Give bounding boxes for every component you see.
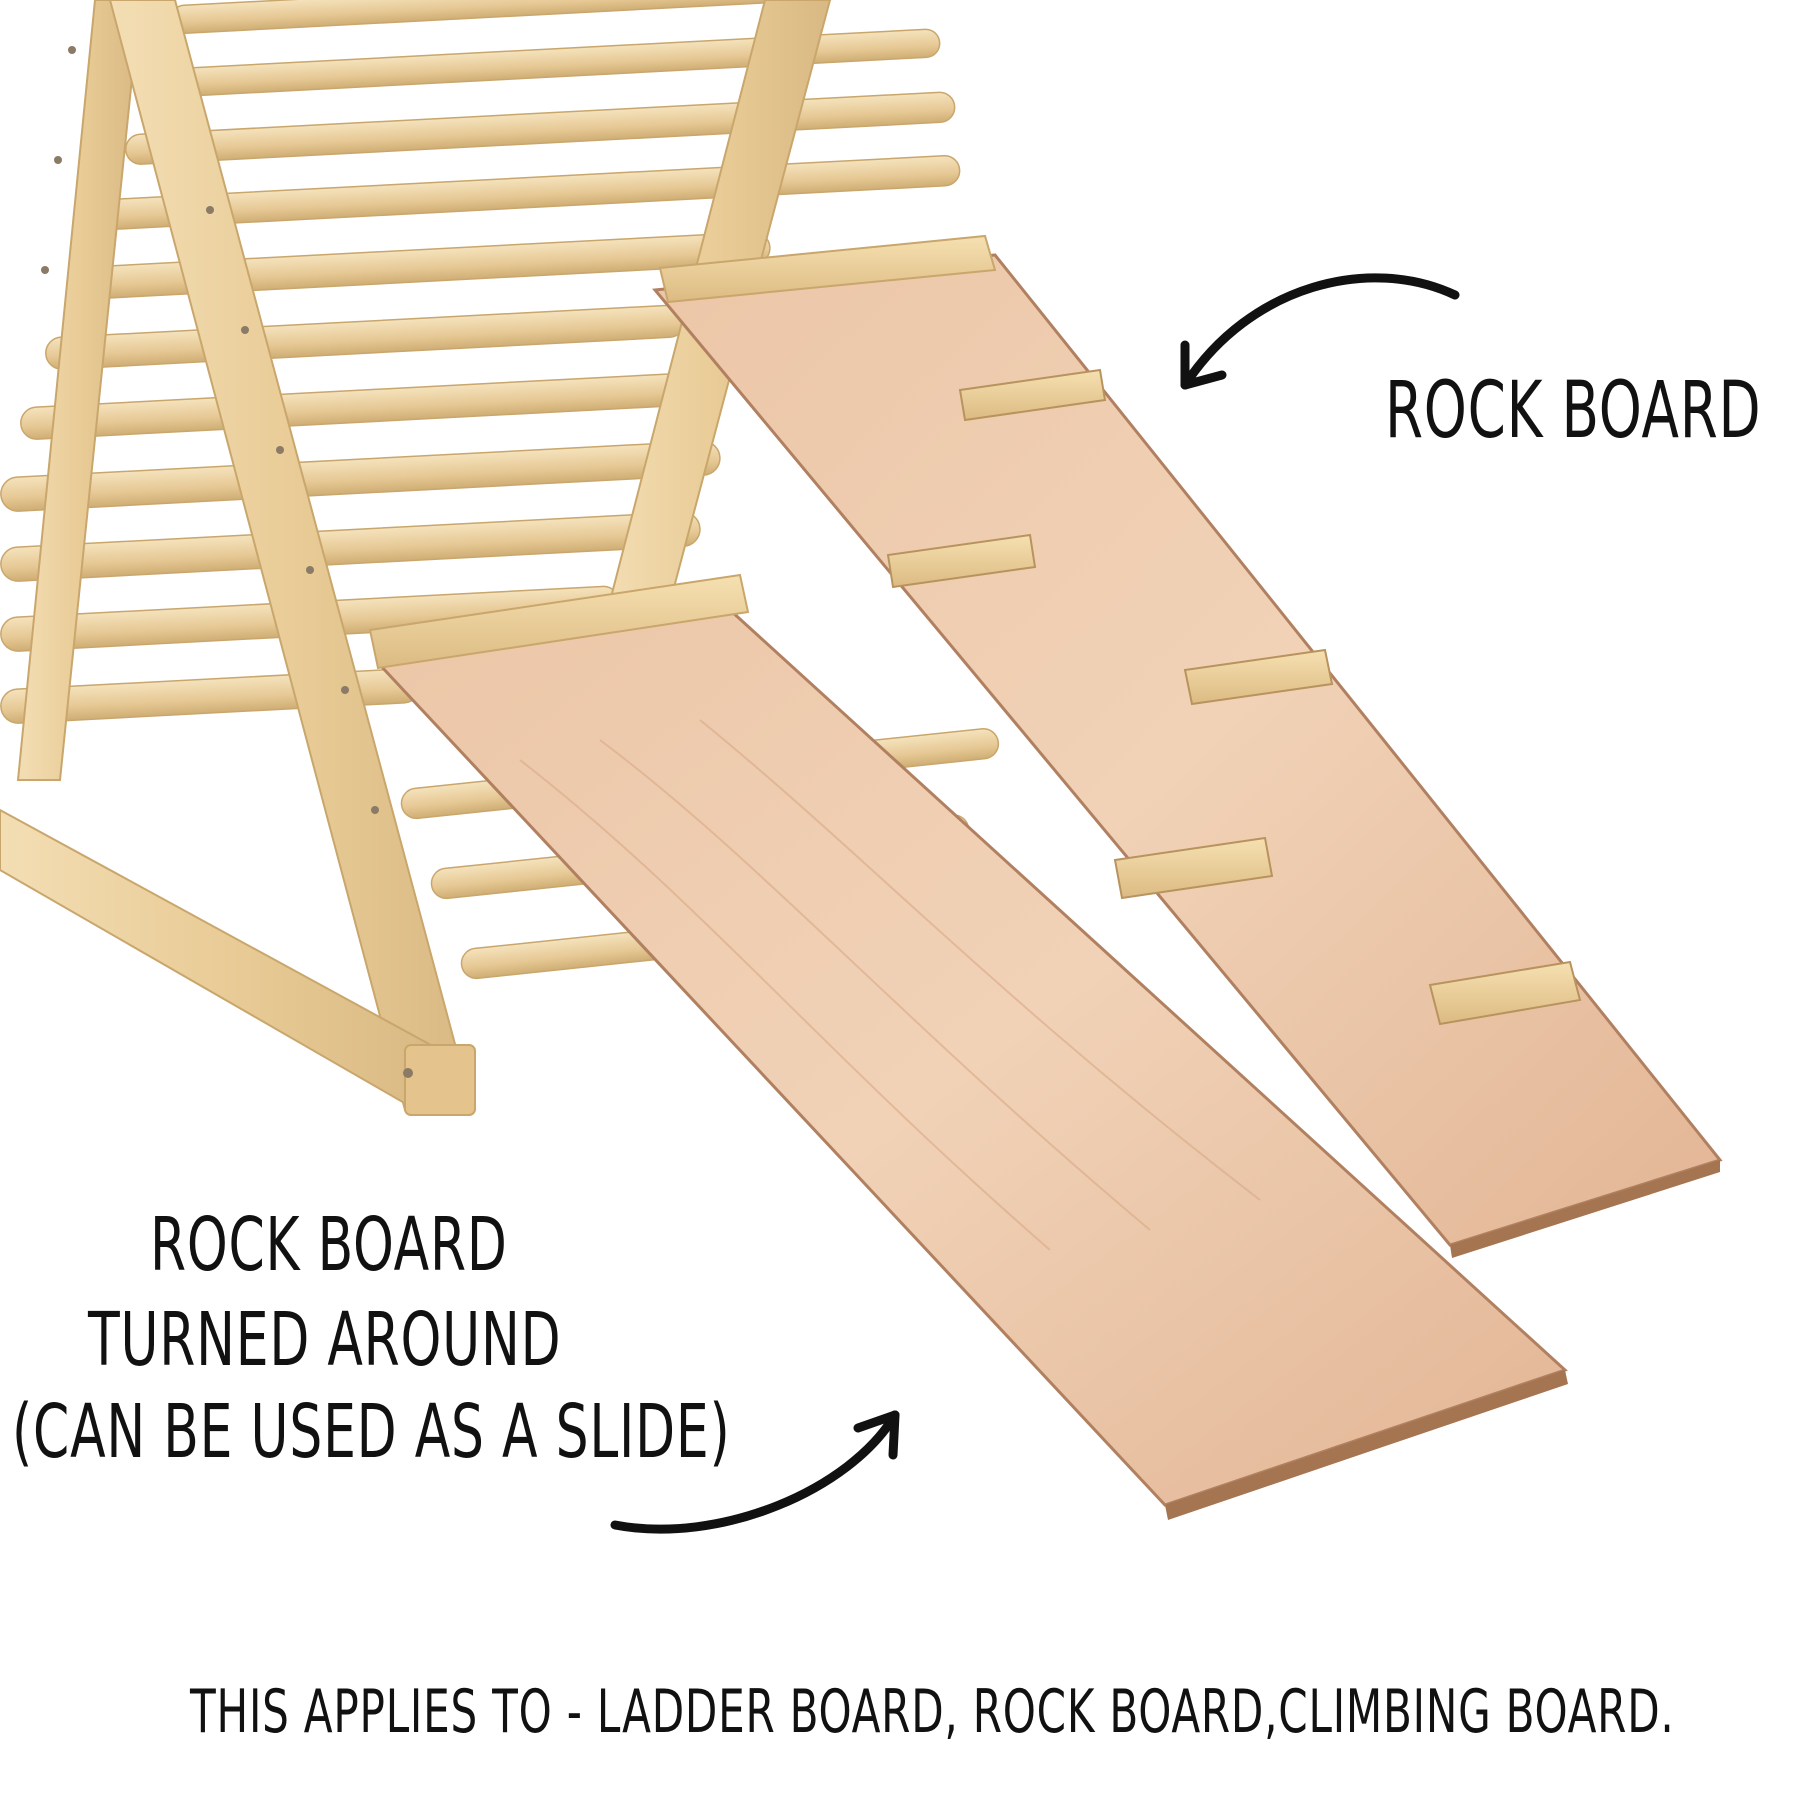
slide-label-line-1: Rock Board — [150, 1202, 508, 1288]
slide-label-line-3: (Can be used as a slide) — [12, 1389, 731, 1475]
arrow-top-icon — [1180, 273, 1460, 390]
rock-board — [652, 234, 1723, 1258]
climbing-holds — [886, 368, 1582, 1026]
arrow-bottom-icon — [610, 1410, 900, 1534]
triangle-frame — [0, 0, 832, 1116]
footer-note: This applies to - Ladder board, Rock boa… — [190, 1677, 1675, 1747]
rock-board-slide — [368, 573, 1568, 1520]
slide-label-line-2: turned around — [88, 1297, 562, 1383]
rock-board-label: Rock Board — [1385, 366, 1762, 456]
